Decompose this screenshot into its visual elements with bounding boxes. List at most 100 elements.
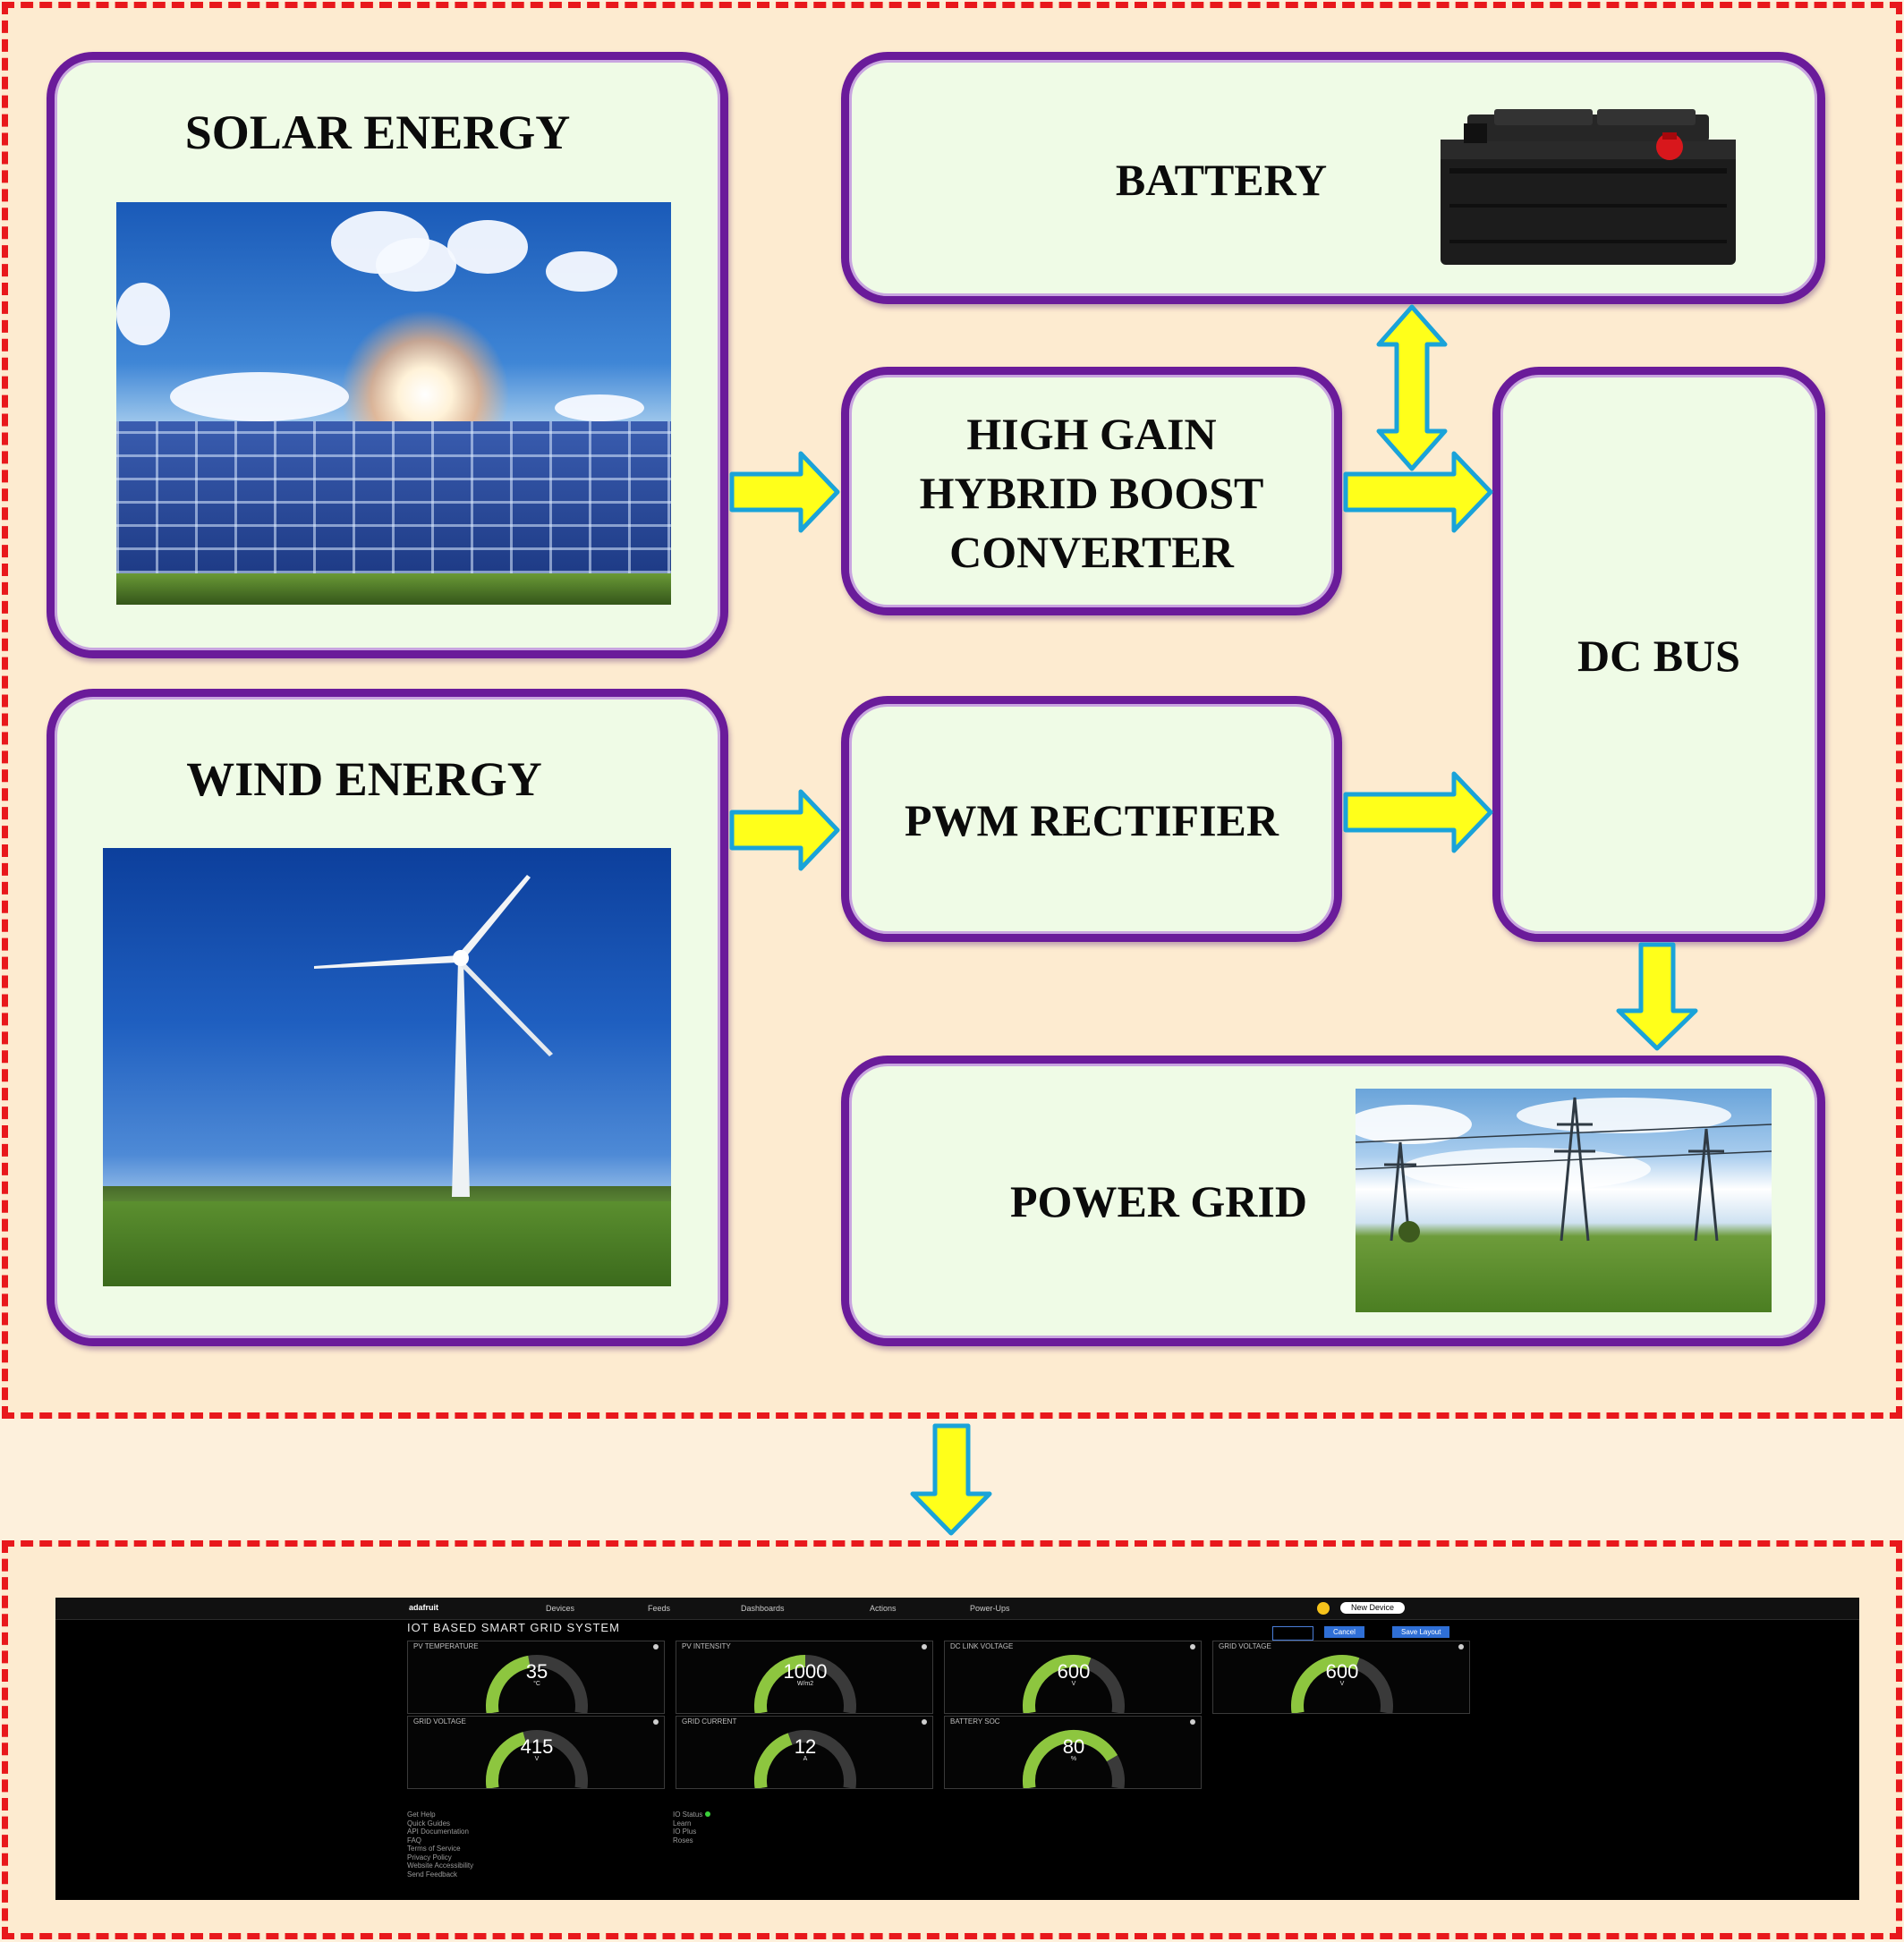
gauge-card: PV TEMPERATURE 35°C	[407, 1641, 665, 1714]
arrow-converter-to-dcbus	[1343, 451, 1493, 533]
footer-link[interactable]: Learn	[673, 1819, 692, 1828]
gauge-settings-icon[interactable]	[653, 1719, 659, 1725]
gauge-settings-icon[interactable]	[922, 1644, 927, 1649]
rectifier-block	[841, 696, 1342, 942]
footer-link[interactable]: Send Feedback	[407, 1870, 458, 1878]
footer-link[interactable]: FAQ	[407, 1836, 422, 1844]
gauge-fill	[1023, 1655, 1092, 1713]
solar-panel-photo	[116, 202, 671, 605]
new-device-button[interactable]: New Device	[1340, 1602, 1406, 1614]
battery-label: BATTERY	[1115, 155, 1328, 205]
gauge-value: 600	[1325, 1660, 1359, 1683]
converter-label-line3: CONVERTER	[949, 527, 1234, 577]
gauge-arc	[754, 1655, 856, 1713]
gauge-card: BATTERY SOC 80%	[944, 1716, 1202, 1789]
nav-power-ups[interactable]: Power-Ups	[970, 1604, 1010, 1613]
rectifier-label: PWM RECTIFIER	[904, 795, 1279, 845]
gauge-arc	[1291, 1655, 1393, 1713]
gauge-title: PV TEMPERATURE	[413, 1642, 479, 1650]
gauge-unit: W/m2	[796, 1681, 814, 1687]
footer-link[interactable]: Website Accessibility	[407, 1861, 474, 1870]
converter-block	[841, 367, 1342, 615]
gauge-arc	[754, 1730, 856, 1788]
power-grid-label: POWER GRID	[1010, 1176, 1307, 1226]
converter-label-line1: HIGH GAIN	[966, 409, 1217, 459]
notification-icon[interactable]	[1317, 1602, 1330, 1615]
gauge-value: 35	[525, 1660, 548, 1683]
gauge-fill	[486, 1732, 527, 1788]
nav-devices[interactable]: Devices	[546, 1604, 575, 1613]
gauge-arc	[486, 1655, 588, 1713]
gauge-fill	[754, 1733, 793, 1788]
arrow-wind-to-rectifier	[729, 789, 840, 871]
gauge-fill	[1023, 1730, 1118, 1788]
dashboard-title: IOT BASED SMART GRID SYSTEM	[407, 1621, 620, 1634]
gauge-fill	[1291, 1655, 1360, 1713]
gauge-title: GRID CURRENT	[682, 1717, 737, 1726]
arrow-rectifier-to-dcbus	[1343, 771, 1493, 853]
dc-bus-label: DC BUS	[1577, 631, 1740, 681]
gauge-fill	[486, 1655, 531, 1713]
footer-link[interactable]: Privacy Policy	[407, 1853, 452, 1861]
cancel-button[interactable]: Cancel	[1324, 1626, 1364, 1638]
footer-link[interactable]: Roses	[673, 1836, 693, 1844]
gauge-title: GRID VOLTAGE	[1219, 1642, 1271, 1650]
wind-turbine-photo	[103, 848, 671, 1286]
battery-photo	[1432, 97, 1743, 276]
edit-layout-toggle[interactable]	[1272, 1626, 1313, 1641]
nav-dashboards[interactable]: Dashboards	[741, 1604, 785, 1613]
status-dot-icon	[704, 1811, 710, 1817]
dashboard-navbar: adafruit Devices Feeds Dashboards Action…	[55, 1598, 1859, 1620]
gauge-unit: V	[1339, 1681, 1345, 1687]
gauge-value: 600	[1057, 1660, 1091, 1683]
gauge-settings-icon[interactable]	[1458, 1644, 1464, 1649]
gauge-unit: V	[534, 1756, 540, 1762]
gauge-title: DC LINK VOLTAGE	[950, 1642, 1014, 1650]
footer-link[interactable]: Get Help	[407, 1811, 436, 1819]
gauge-unit: A	[803, 1756, 808, 1762]
gauge-title: BATTERY SOC	[950, 1717, 1000, 1726]
gauge-title: PV INTENSITY	[682, 1642, 731, 1650]
gauge-arc	[486, 1730, 588, 1788]
solar-energy-label: SOLAR ENERGY	[184, 106, 571, 159]
brand-logo[interactable]: adafruit	[409, 1603, 439, 1612]
flow-arrows	[729, 304, 1698, 1536]
gauge-arc	[1023, 1730, 1125, 1788]
footer-status-links: IO Status Learn IO Plus Roses	[673, 1811, 710, 1844]
gauge-value: 415	[520, 1735, 554, 1758]
footer-help-links: Get Help Quick Guides API Documentation …	[407, 1811, 473, 1878]
arrow-system-to-dashboard	[910, 1423, 992, 1536]
arrow-battery-dcbus-bidirectional	[1376, 304, 1448, 471]
gauge-settings-icon[interactable]	[1190, 1644, 1195, 1649]
footer-link[interactable]: API Documentation	[407, 1828, 469, 1836]
gauge-value: 12	[794, 1735, 817, 1758]
footer-link[interactable]: Quick Guides	[407, 1819, 451, 1828]
iot-dashboard-screenshot: adafruit Devices Feeds Dashboards Action…	[55, 1598, 1859, 1900]
gauge-settings-icon[interactable]	[922, 1719, 927, 1725]
power-grid-photo	[1356, 1089, 1772, 1312]
gauge-unit: V	[1071, 1681, 1076, 1687]
gauge-title: GRID VOLTAGE	[413, 1717, 466, 1726]
gauge-settings-icon[interactable]	[1190, 1719, 1195, 1725]
save-layout-button[interactable]: Save Layout	[1392, 1626, 1450, 1638]
converter-label-line2: HYBRID BOOST	[919, 468, 1264, 518]
gauge-fill	[754, 1655, 806, 1713]
gauge-arc	[1023, 1655, 1125, 1713]
nav-feeds[interactable]: Feeds	[648, 1604, 671, 1613]
gauge-value: 80	[1062, 1735, 1085, 1758]
nav-actions[interactable]: Actions	[870, 1604, 897, 1613]
gauge-settings-icon[interactable]	[653, 1644, 659, 1649]
footer-link[interactable]: IO Plus	[673, 1828, 697, 1836]
footer-link[interactable]: Terms of Service	[407, 1844, 461, 1853]
arrow-dcbus-to-grid	[1616, 942, 1698, 1051]
wind-energy-label: WIND ENERGY	[186, 752, 542, 806]
gauge-value: 1000	[783, 1660, 828, 1683]
gauge-unit: °C	[533, 1681, 540, 1687]
footer-link[interactable]: IO Status	[673, 1811, 710, 1819]
gauge-unit: %	[1070, 1756, 1077, 1762]
arrow-solar-to-converter	[729, 451, 840, 533]
